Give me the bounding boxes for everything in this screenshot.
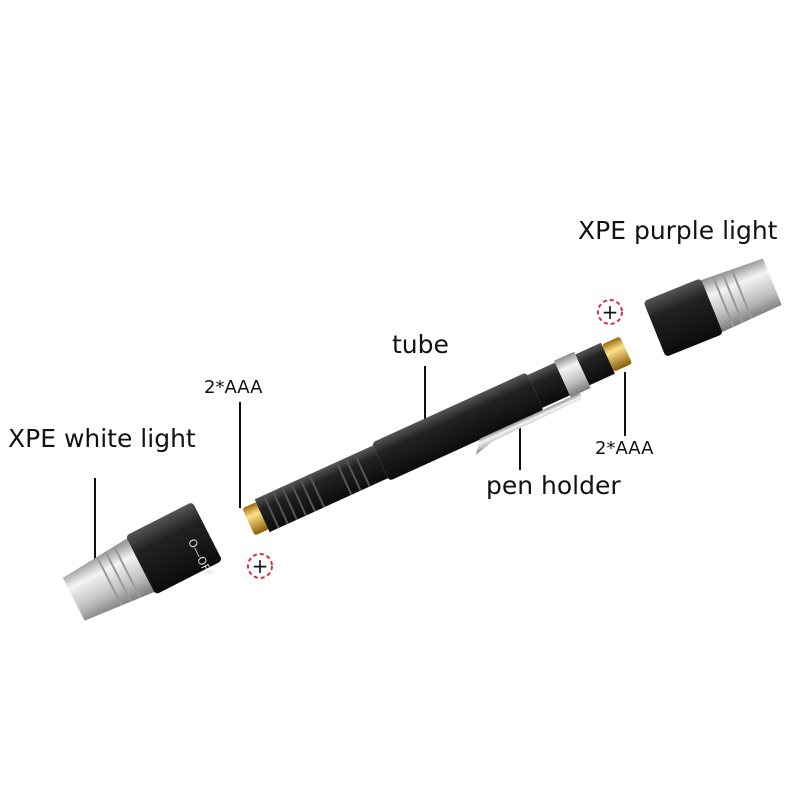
battery-contact-left xyxy=(243,502,269,535)
label-purple-light: XPE purple light xyxy=(578,216,778,245)
white-light-head: O—OFF xyxy=(62,503,221,621)
battery-contact-right xyxy=(602,337,632,371)
label-battery-left: 2*AAA xyxy=(204,377,263,398)
plus-right-text: + xyxy=(602,300,619,324)
purple-light-head xyxy=(644,258,782,356)
silver-ring xyxy=(554,351,591,398)
tube xyxy=(243,337,632,535)
label-battery-right: 2*AAA xyxy=(595,438,654,459)
plus-marker-right: + xyxy=(597,299,623,325)
label-white-light: XPE white light xyxy=(8,424,196,453)
plus-marker-left: + xyxy=(247,553,273,579)
label-pen-holder: pen holder xyxy=(486,471,621,500)
plus-left-text: + xyxy=(252,554,269,578)
label-tube: tube xyxy=(392,330,449,359)
pen-holder-clip xyxy=(475,392,583,455)
